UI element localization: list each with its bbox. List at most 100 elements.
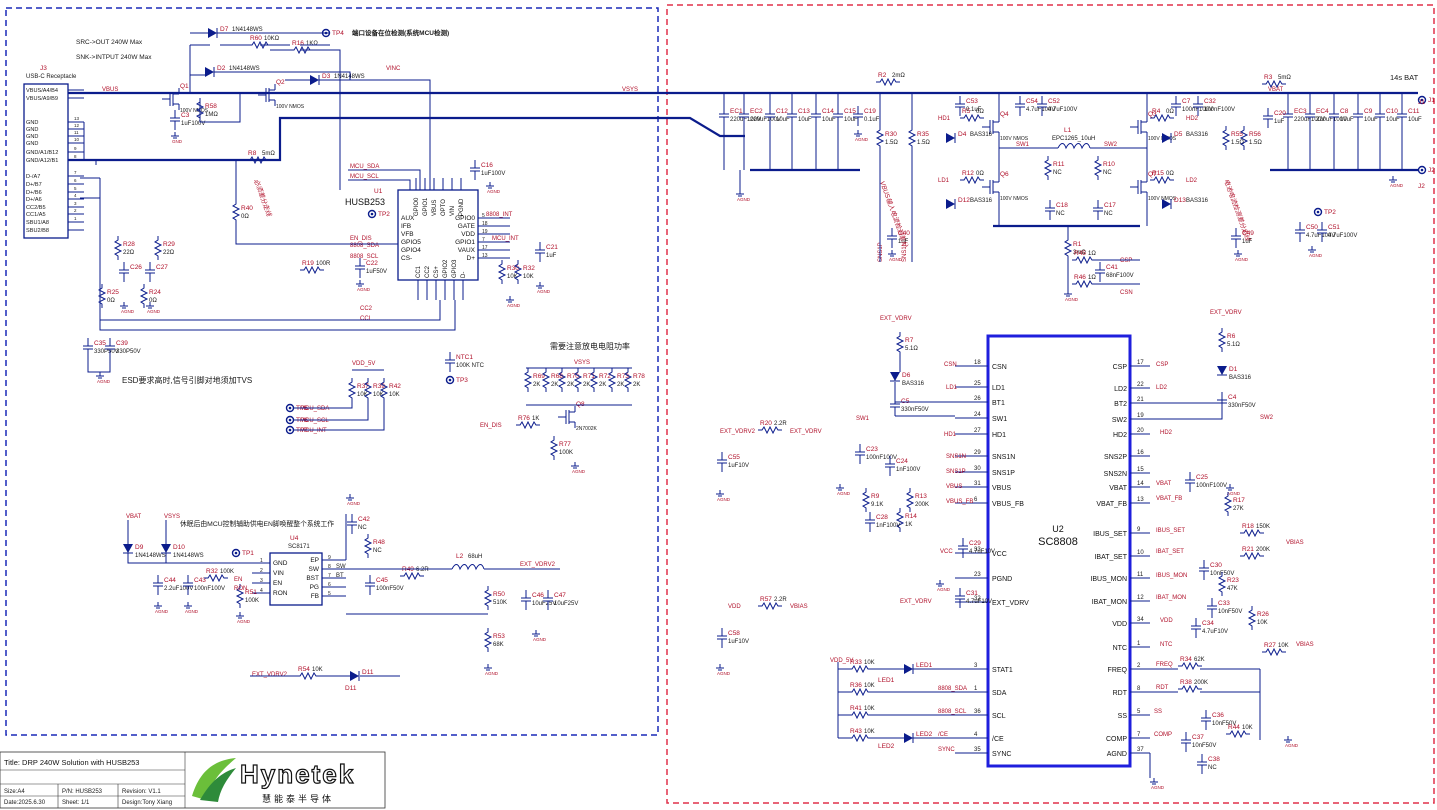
cap-ref: C37 [1192, 734, 1204, 741]
mos-body [989, 176, 1000, 198]
j3-pin-number: 12 [74, 123, 80, 128]
u2-left-pin-num: 30 [974, 466, 981, 472]
u2-left-pin-num: 33 [974, 547, 981, 553]
ground-lines [736, 190, 744, 197]
res-value: 5.1Ω [905, 346, 918, 352]
net-label: VBUS [946, 484, 962, 490]
cap-value: 1nF100V [896, 467, 920, 473]
res-ref: R6 [1227, 333, 1236, 340]
net-label: VCC [940, 549, 953, 555]
u2-right-pin-num: 9 [1137, 527, 1141, 533]
wire [199, 93, 241, 123]
u1-bottom-pin: CC2 [425, 265, 431, 278]
diode-ref: D9 [135, 544, 144, 551]
diode-value: BAS316 [1229, 375, 1252, 381]
res-value: 2K [567, 382, 574, 388]
cap-value: 0.1uF [864, 117, 880, 123]
cap-value: 1uF [898, 239, 909, 245]
resistor-zigzag [848, 733, 872, 743]
right-frame [666, 4, 1435, 804]
resistor-zigzag [139, 284, 149, 308]
u2-right-pin: COMP [1106, 736, 1127, 743]
cap-ref: C52 [1048, 98, 1060, 105]
ground-lines [536, 282, 544, 289]
u1-right-pin-num: 7 [482, 237, 485, 243]
diode-value: BAS316 [1186, 132, 1209, 138]
u2-right-pin: SNS2P [1104, 454, 1127, 461]
wire [1149, 668, 1261, 778]
j3-pin-label: VBUS/A9/B9 [26, 96, 58, 102]
ground-label: AGND [1065, 297, 1079, 302]
u4-left-pin: EN [273, 580, 282, 587]
net-vbus: VBUS [102, 87, 118, 93]
cap-ref: C58 [728, 630, 740, 637]
res-value: 0Ω [976, 109, 984, 115]
cap-ref: C41 [1106, 264, 1118, 271]
ground-label: AGND [717, 497, 731, 502]
j3-pin-number: 11 [74, 130, 79, 135]
diode: LED1 [904, 662, 933, 674]
ground-symbol: AGND [854, 130, 869, 142]
cap-ref: C19 [864, 108, 876, 115]
u2-left-pin: SNS1P [992, 470, 1015, 477]
u2-right-pin-num: 1 [1137, 641, 1141, 647]
wire [894, 356, 955, 417]
ground-lines [1284, 736, 1292, 743]
cap-value: 10uF [798, 117, 812, 123]
res-value: 0Ω [976, 171, 984, 177]
cap-value: 2.2uF100V [164, 586, 193, 592]
u1-right-pin-num: 18 [482, 221, 488, 227]
res-ref: R56 [1249, 131, 1261, 138]
u2-right-pin: VDD [1112, 621, 1127, 628]
cap-value: 4.7uF10V [966, 599, 992, 605]
u2-left-pin: SW1 [992, 416, 1007, 423]
wire [99, 178, 456, 331]
res-value: 1K [532, 416, 539, 422]
diode-ref: D6 [902, 372, 911, 379]
u2-right-pin-num: 13 [1137, 497, 1144, 503]
res-ref: R73 [617, 373, 629, 380]
j3-pin-number: 9 [74, 146, 77, 151]
diode-body [123, 544, 133, 553]
tp-center [370, 212, 374, 216]
cap-ref: NTC1 [456, 354, 473, 361]
u4-left-pin-num: 2 [260, 568, 263, 574]
cap-ref: C23 [866, 446, 878, 453]
cap-value: 1uF10V [728, 463, 749, 469]
ground-symbol: AGND [484, 664, 499, 676]
u1-top-pin: PGND [459, 198, 465, 216]
res-value: 1Ω [1088, 251, 1096, 257]
u2-right-pin-num: 2 [1137, 663, 1141, 669]
j3-pin-number: 5 [74, 186, 77, 191]
resistor-zigzag [607, 368, 617, 392]
wire [189, 44, 341, 190]
inductor-value: 68uH [468, 554, 482, 560]
resistor-zigzag [1178, 661, 1202, 671]
mos-ref: Q7 [1148, 171, 1157, 178]
ground-symbol: AGND [154, 602, 169, 614]
res-value: 10K [864, 706, 875, 712]
u2-left-pin-num: 29 [974, 450, 981, 456]
res-ref: R25 [107, 289, 119, 296]
cap-ref: C3 [181, 112, 190, 119]
res-ref: R55 [1231, 131, 1243, 138]
usb-c-connector-j3: J3 USB-C Receptacle VBUS/A4/B4VBUS/A9/B9… [23, 65, 100, 239]
u2-left-pin-num: 25 [974, 381, 981, 387]
